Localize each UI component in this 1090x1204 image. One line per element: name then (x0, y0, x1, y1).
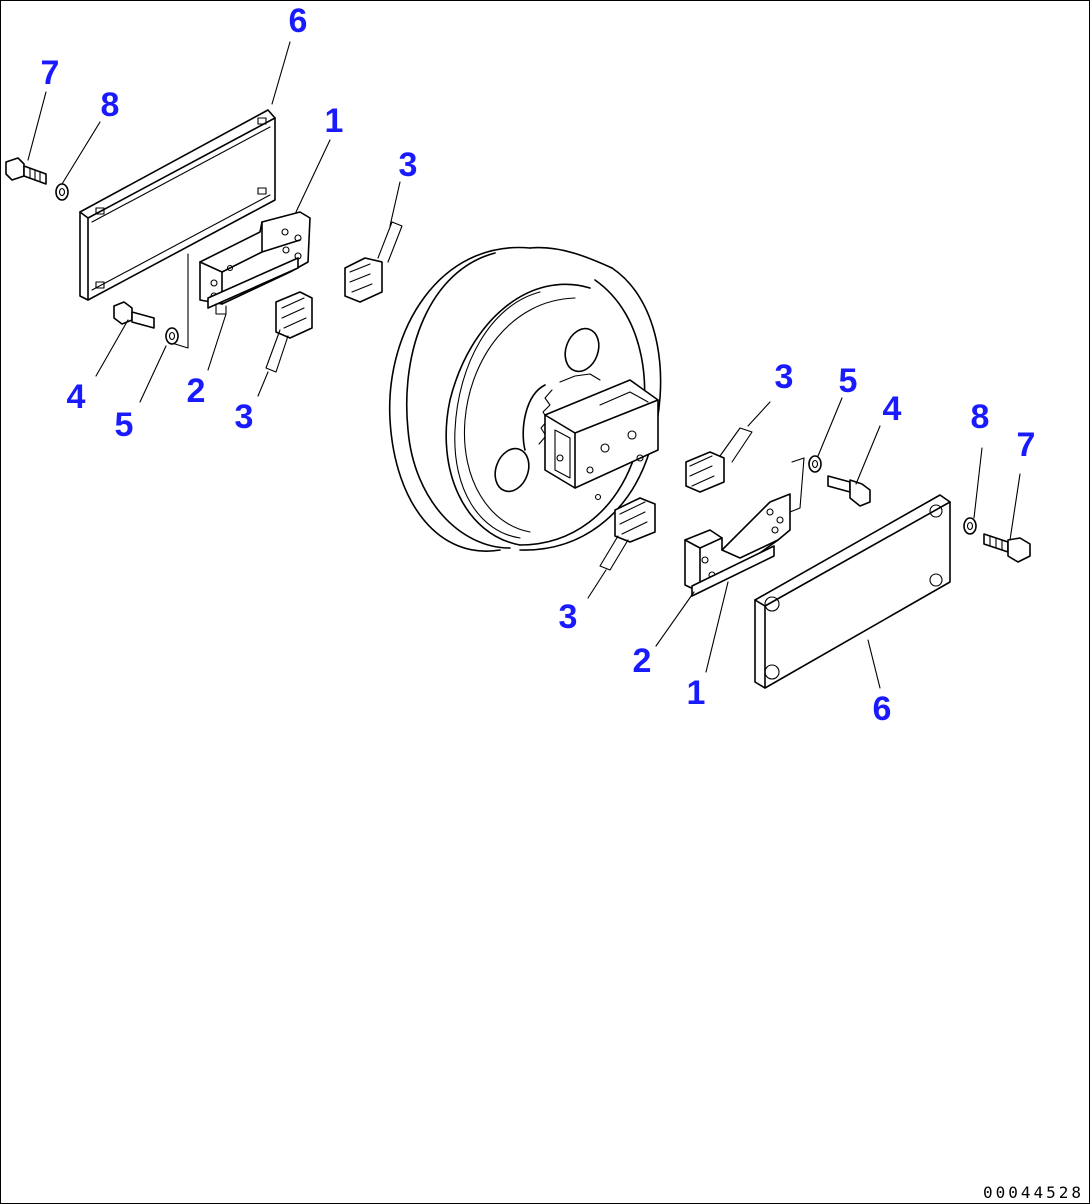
washer-left-8 (55, 183, 69, 201)
clip-left-3-lower (265, 291, 313, 373)
callout-left-3-lower: 3 (235, 398, 254, 436)
leader-lines (27, 41, 1021, 689)
bolt-left-7 (5, 157, 47, 185)
callout-left-3-upper: 3 (399, 146, 418, 184)
callout-left-2: 2 (187, 372, 206, 410)
shim-left-2 (207, 257, 299, 315)
bracket-right-1 (684, 493, 791, 593)
callout-right-8: 8 (971, 398, 990, 436)
washer-right-8 (963, 517, 977, 535)
callout-left-5: 5 (115, 406, 134, 444)
callout-right-6: 6 (873, 690, 892, 728)
bolt-left-4 (113, 301, 155, 329)
guard-plate-right (754, 494, 951, 689)
clip-right-3-upper (685, 427, 753, 493)
callout-right-2: 2 (633, 642, 652, 680)
washer-left-5 (165, 327, 179, 345)
callout-right-4: 4 (883, 390, 902, 428)
callout-right-3-lower: 3 (559, 598, 578, 636)
callout-right-1: 1 (687, 674, 706, 712)
callout-left-1: 1 (325, 102, 344, 140)
clip-right-3-lower (599, 497, 656, 571)
washer-right-5 (808, 455, 822, 473)
bracket-left-1 (199, 211, 311, 305)
callout-right-7: 7 (1017, 426, 1036, 464)
idler-wheel (388, 246, 662, 552)
callout-left-7: 7 (41, 54, 60, 92)
callout-right-3-upper: 3 (775, 358, 794, 396)
callout-left-4: 4 (67, 378, 86, 416)
shim-right-5 (789, 457, 805, 513)
callout-numbers: 6 7 8 1 3 4 5 2 3 3 5 4 8 7 3 2 1 6 (41, 2, 1036, 728)
bolt-right-4 (827, 475, 871, 507)
drawing-number: 00044528 (983, 1183, 1084, 1202)
callout-right-5: 5 (839, 362, 858, 400)
guard-plate-left (79, 109, 276, 301)
callout-left-8: 8 (101, 86, 120, 124)
bolt-right-7 (983, 533, 1031, 563)
callout-left-6: 6 (289, 2, 308, 40)
clip-left-3-upper (344, 221, 403, 303)
shim-left-5 (174, 253, 189, 349)
shim-right-2 (691, 545, 775, 597)
